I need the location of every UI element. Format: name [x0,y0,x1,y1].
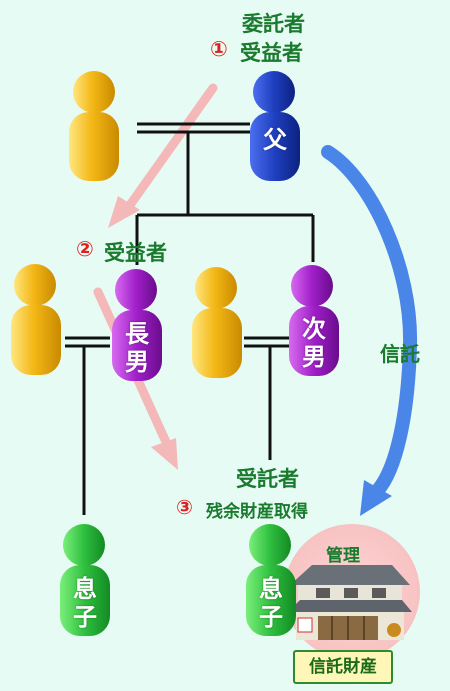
person-mother [69,71,119,181]
eldest-son-glyph-2: 男 [125,348,149,376]
person-grandson-left [60,524,110,636]
father-glyph: 父 [263,126,287,154]
person-grandson-right [246,524,296,636]
second-son-glyph-1: 次 [302,315,326,343]
house-icon [284,524,420,660]
grandson-right-glyph-2: 子 [259,603,283,631]
beneficiary1-label: 受益者 [240,41,303,65]
person-father [250,71,300,181]
grandson-right-glyph-1: 息 [259,575,283,603]
trustee-label: 受託者 [236,467,299,491]
settlor-label: 委託者 [242,12,305,36]
remainder-label: 残余財産取得 [206,502,308,522]
trust-property-badge: 信託財産 [293,650,393,684]
family-lines [65,122,315,515]
beneficiary2-number: ② [76,237,94,261]
management-label: 管理 [326,546,360,566]
remainder-number: ③ [176,495,193,519]
person-eldest-son-wife [11,264,61,375]
person-eldest-son [112,269,162,381]
trust-label: 信託 [380,342,420,366]
beneficiary1-number: ① [210,37,228,61]
second-son-glyph-2: 男 [302,343,326,371]
person-second-son-wife [192,267,242,378]
person-second-son [289,265,339,376]
trust-arrow [321,145,418,516]
grandson-left-glyph-1: 息 [73,575,97,603]
eldest-son-glyph-1: 長 [125,320,149,348]
beneficiary2-label: 受益者 [104,241,167,265]
grandson-left-glyph-2: 子 [73,603,97,631]
